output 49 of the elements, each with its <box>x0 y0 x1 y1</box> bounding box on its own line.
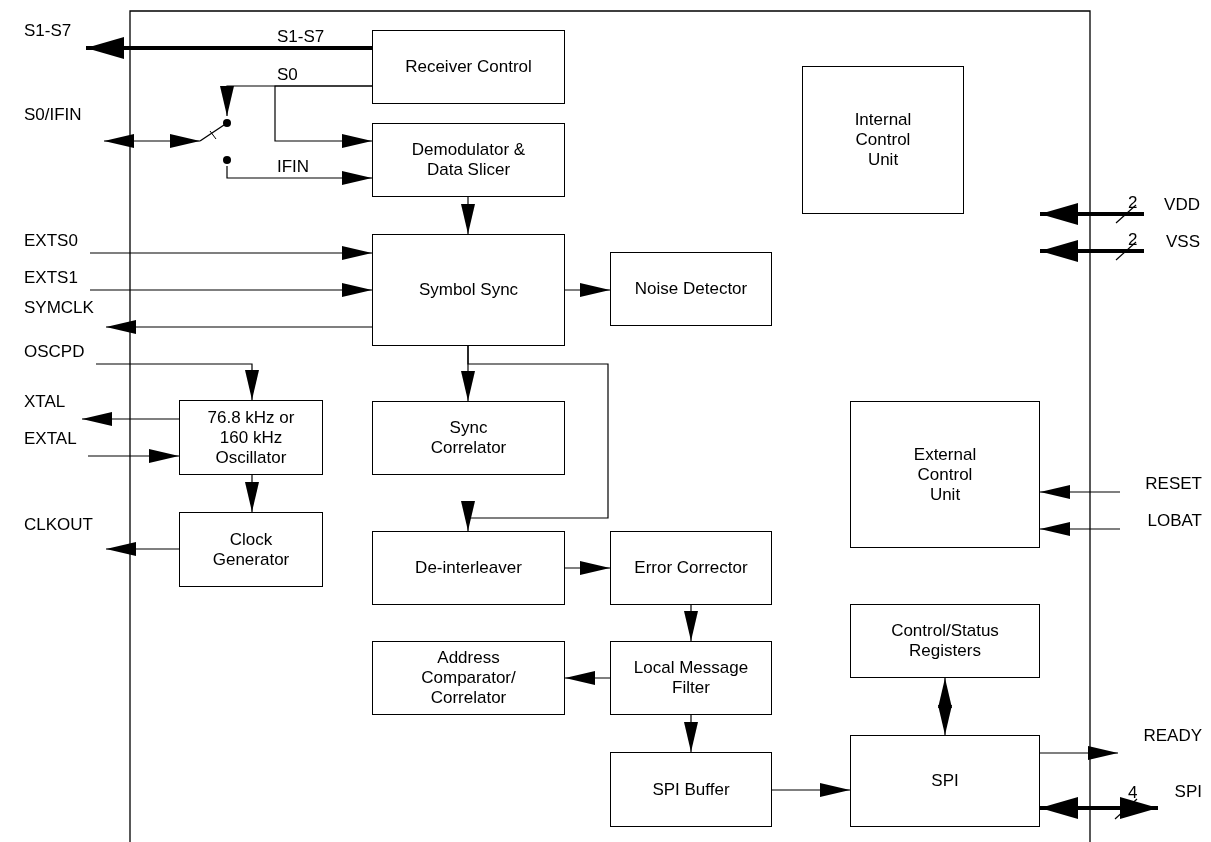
arrow <box>564 283 611 297</box>
block-box: External Control Unit <box>850 401 1040 548</box>
block-box: Symbol Sync <box>372 234 565 346</box>
arrow <box>274 85 373 148</box>
arrow <box>1040 797 1158 819</box>
arrow <box>564 671 611 685</box>
arrow <box>461 196 475 235</box>
block-box: Sync Correlator <box>372 401 565 475</box>
block-box: Address Comparator/ Correlator <box>372 641 565 715</box>
block-box: De-interleaver <box>372 531 565 605</box>
edge-label: IFIN <box>277 157 310 177</box>
edge-label: 4 <box>1128 783 1138 803</box>
edge-label: 2 <box>1128 193 1138 213</box>
edge-label: 2 <box>1128 230 1138 250</box>
arrow <box>86 37 372 59</box>
block-box: Receiver Control <box>372 30 565 104</box>
arrow <box>684 604 698 642</box>
block-box: Clock Generator <box>179 512 323 587</box>
arrow <box>1039 522 1121 536</box>
arrow <box>771 783 851 797</box>
arrow <box>81 412 180 426</box>
arrow <box>87 449 180 463</box>
arrow <box>564 561 611 575</box>
arrow <box>89 283 373 297</box>
block-box: Local Message Filter <box>610 641 772 715</box>
arrow <box>938 677 952 736</box>
arrow <box>105 542 180 556</box>
arrow <box>105 320 373 334</box>
arrow <box>1039 485 1121 499</box>
block-box: Demodulator & Data Slicer <box>372 123 565 197</box>
arrow <box>461 345 609 532</box>
edge-label: S1-S7 <box>277 27 325 47</box>
arrow <box>103 134 201 148</box>
block-box: SPI Buffer <box>610 752 772 827</box>
arrow <box>95 363 259 401</box>
block-box: Internal Control Unit <box>802 66 964 214</box>
edge-label: S0 <box>277 65 298 85</box>
arrow <box>226 165 373 185</box>
arrow <box>684 714 698 753</box>
arrow <box>245 474 259 513</box>
block-box: Noise Detector <box>610 252 772 326</box>
block-box: SPI <box>850 735 1040 827</box>
block-box: Error Corrector <box>610 531 772 605</box>
arrow <box>1040 240 1144 262</box>
block-box: Control/Status Registers <box>850 604 1040 678</box>
block-box: 76.8 kHz or 160 kHz Oscillator <box>179 400 323 475</box>
arrow <box>1040 203 1144 225</box>
arrow <box>89 246 373 260</box>
arrow <box>1039 746 1119 760</box>
